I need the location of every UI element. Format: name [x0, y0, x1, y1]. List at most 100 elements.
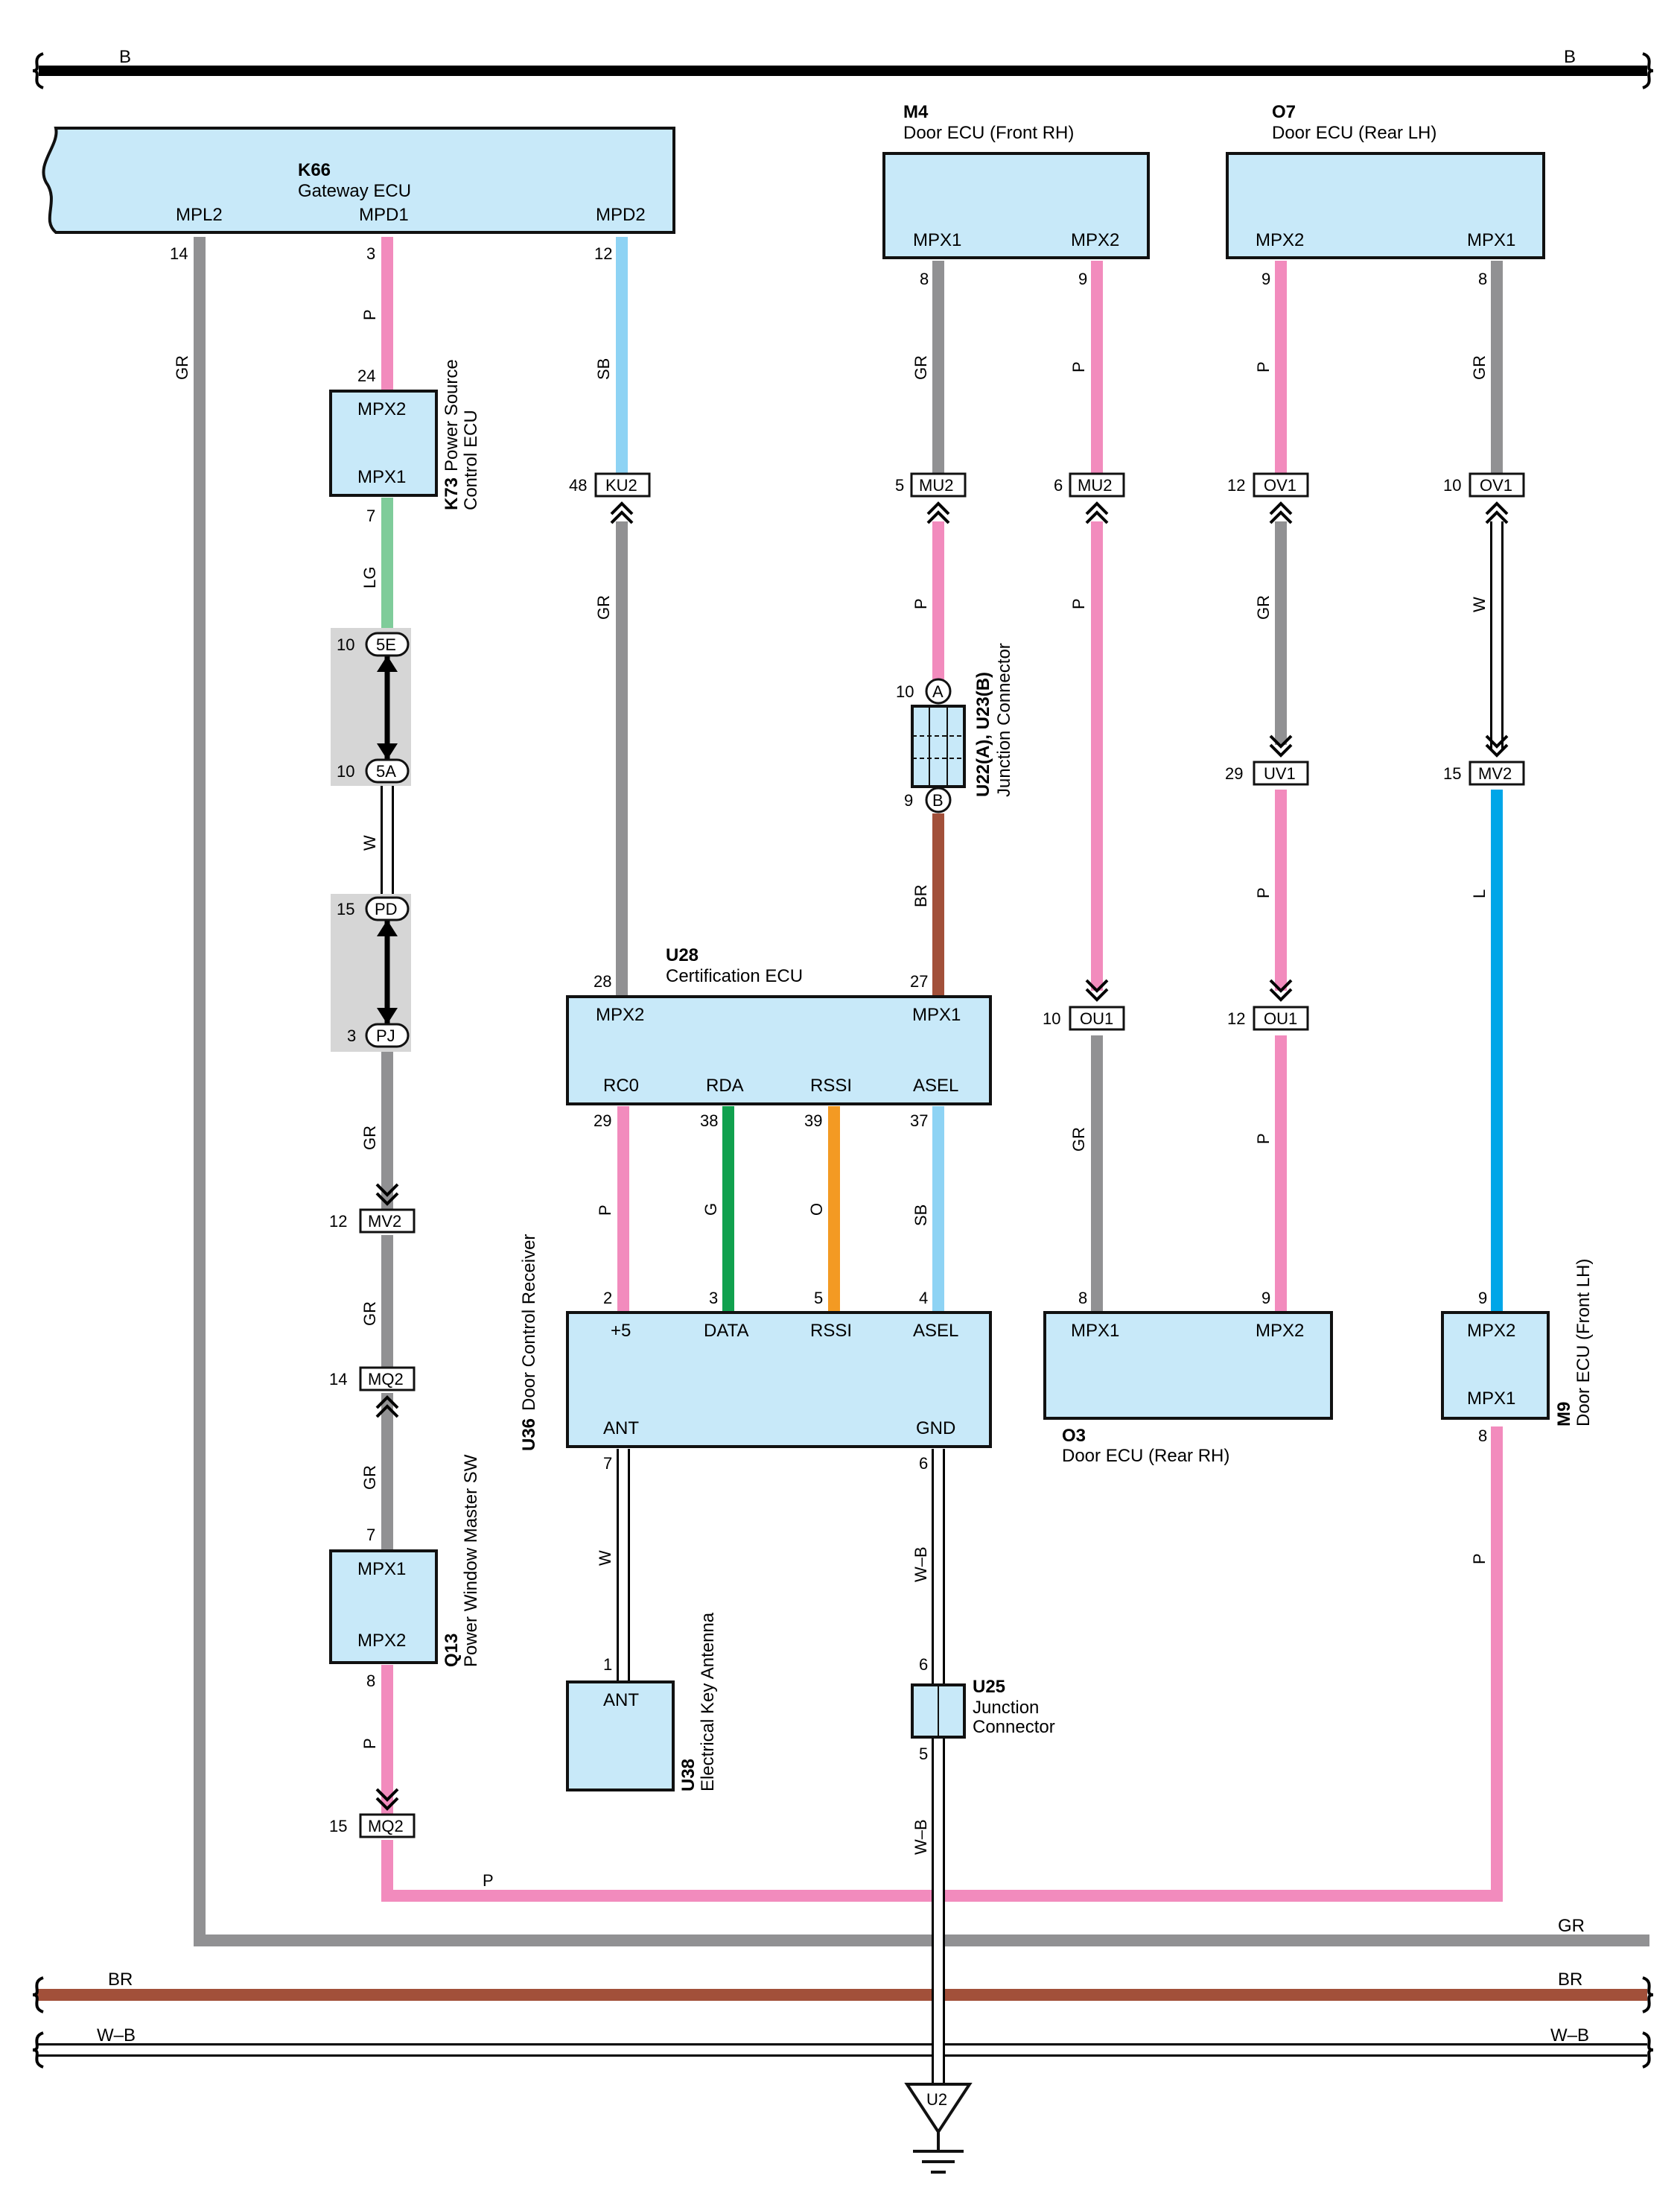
u36-door-control-receiver: +5 DATA RSSI ASEL ANT GND U36 Door Contr…	[519, 1234, 992, 1451]
pin-k73-24: 24	[357, 366, 375, 385]
svg-text:MV2: MV2	[1478, 764, 1512, 783]
bus-br-label-left: BR	[108, 1970, 133, 1990]
svg-text:KU2: KU2	[605, 476, 637, 495]
wlabel-ov1-gr: GR	[1254, 595, 1273, 620]
wlabel-m9-p: P	[1470, 1553, 1489, 1564]
pin-mq2-14: 14	[329, 1370, 347, 1388]
o7-id: O7	[1272, 102, 1296, 122]
u25-id: U25	[973, 1677, 1005, 1697]
wlabel-o7-gr: GR	[1470, 355, 1489, 380]
pin-mu2-5: 5	[895, 476, 904, 495]
u28-id: U28	[666, 945, 699, 965]
m4-id: M4	[903, 102, 929, 122]
pin-u38-1: 1	[603, 1655, 612, 1674]
u36-pin-p5: +5	[611, 1321, 631, 1341]
q13-pin-mpx2: MPX2	[357, 1631, 406, 1651]
connectors: KU2 MU2 MU2 OV1 OV1 UV1 MV2 OU1	[359, 472, 1525, 1838]
pin-c5e-10: 10	[337, 635, 354, 654]
wlabel-mv2-l: L	[1470, 889, 1489, 898]
o3-pin-mpx1: MPX1	[1071, 1321, 1119, 1341]
k66-name: Gateway ECU	[298, 181, 411, 201]
wlabel-pj-gr: GR	[360, 1126, 379, 1150]
u38-pin-ant: ANT	[603, 1690, 639, 1710]
pin-u28-29: 29	[594, 1111, 611, 1130]
u28-pin-mpx1: MPX1	[912, 1005, 961, 1025]
svg-text:PJ: PJ	[376, 1026, 395, 1045]
pin-mv2-12: 12	[329, 1212, 347, 1231]
svg-text:5E: 5E	[376, 635, 396, 654]
connector-pd: PD	[365, 896, 410, 921]
u36-pin-rssi: RSSI	[810, 1321, 852, 1341]
u28-pin-mpx2: MPX2	[596, 1005, 644, 1025]
q13-pin-mpx1: MPX1	[357, 1559, 406, 1579]
u36-pin-asel: ASEL	[913, 1321, 958, 1341]
m4-pin-mpx1: MPX1	[913, 230, 961, 250]
pin-ku2-48: 48	[569, 476, 587, 495]
u28-pin-asel: ASEL	[913, 1076, 958, 1096]
pin-u28-39: 39	[804, 1111, 822, 1130]
svg-text:MU2: MU2	[919, 476, 953, 495]
connector-mu2-b: MU2	[1069, 472, 1125, 498]
pin-u28-27: 27	[910, 972, 928, 991]
bus-wb-label-left: W–B	[97, 2025, 136, 2045]
k73-name2: Control ECU	[461, 410, 481, 510]
wlabel-u36-wb: W–B	[911, 1546, 930, 1582]
wlabel-bottom-p: P	[483, 1871, 494, 1890]
k66-pin-mpd1: MPD1	[359, 205, 409, 225]
pin-u28-38: 38	[700, 1111, 718, 1130]
wlabel-mu2b-p: P	[1069, 598, 1088, 609]
m4-name: Door ECU (Front RH)	[903, 123, 1074, 143]
wires	[194, 237, 1649, 2082]
o7-door-ecu-rear-lh: O7 Door ECU (Rear LH) MPX2 MPX1	[1226, 102, 1545, 259]
pin-c5a-10: 10	[337, 762, 354, 781]
wlabel-uv1-p: P	[1254, 887, 1273, 898]
u36-pin-data: DATA	[704, 1321, 748, 1341]
o3-door-ecu-rear-rh: MPX1 MPX2 O3 Door ECU (Rear RH)	[1043, 1311, 1333, 1466]
u28-pin-rda: RDA	[706, 1076, 744, 1096]
k66-gateway-ecu: K66 Gateway ECU MPL2 MPD1 MPD2	[42, 127, 675, 234]
pin-ov1-10: 10	[1443, 476, 1461, 495]
wlabel-ou1-gr: GR	[1069, 1127, 1088, 1152]
u22-id: U22(A), U23(B)	[973, 672, 993, 797]
svg-text:OV1: OV1	[1264, 476, 1296, 495]
connector-mv2-a: MV2	[1469, 761, 1525, 786]
u36-name: Door Control Receiver	[519, 1234, 539, 1411]
bus-top-label-left: B	[119, 47, 131, 67]
svg-text:OV1: OV1	[1480, 476, 1512, 495]
u2-id: U2	[926, 2090, 947, 2109]
connector-mv2-b: MV2	[359, 1208, 416, 1234]
u38-name: Electrical Key Antenna	[698, 1612, 718, 1791]
k73-name1: Power Source	[442, 359, 462, 472]
pin-mu2-6: 6	[1054, 476, 1063, 495]
pin-numbers: 14 3 12 8 9 9 8 24 7 48 5 6 12 10 10 10 …	[170, 244, 1487, 1835]
pin-ou1-10: 10	[1043, 1009, 1060, 1028]
wlabel-k73-lg: LG	[360, 567, 379, 588]
pin-m9-9: 9	[1478, 1289, 1487, 1307]
u38-id: U38	[678, 1759, 699, 1791]
svg-text:OU1: OU1	[1080, 1009, 1113, 1028]
connector-pj: PJ	[365, 1023, 410, 1048]
pin-u25-6: 6	[919, 1655, 928, 1674]
k66-pin-mpl2: MPL2	[176, 205, 223, 225]
u22-name: Junction Connector	[994, 643, 1014, 797]
o3-name: Door ECU (Rear RH)	[1062, 1446, 1229, 1466]
bus-wb-label-right: W–B	[1550, 2025, 1589, 2045]
u36-pin-ant: ANT	[603, 1418, 639, 1438]
pin-k66-3: 3	[366, 244, 375, 263]
pin-u36-3: 3	[709, 1289, 718, 1307]
connector-ou1-a: OU1	[1069, 1006, 1125, 1031]
wlabel-ku2-gr: GR	[594, 595, 613, 620]
pin-k73-7: 7	[366, 507, 375, 525]
m9-name: Door ECU (Front LH)	[1574, 1259, 1594, 1426]
wlabel-m4-p: P	[1069, 361, 1088, 372]
pin-u25-5: 5	[919, 1745, 928, 1763]
connector-uv1: UV1	[1253, 761, 1309, 786]
pin-u22-10: 10	[896, 682, 914, 701]
o7-name: Door ECU (Rear LH)	[1272, 123, 1436, 143]
k66-pin-mpd2: MPD2	[596, 205, 646, 225]
k73-pin-mpx1: MPX1	[357, 467, 406, 487]
u28-pin-rc0: RC0	[603, 1076, 639, 1096]
wlabel-c5a-w: W	[360, 835, 379, 851]
u22-label-a: A	[932, 682, 944, 701]
